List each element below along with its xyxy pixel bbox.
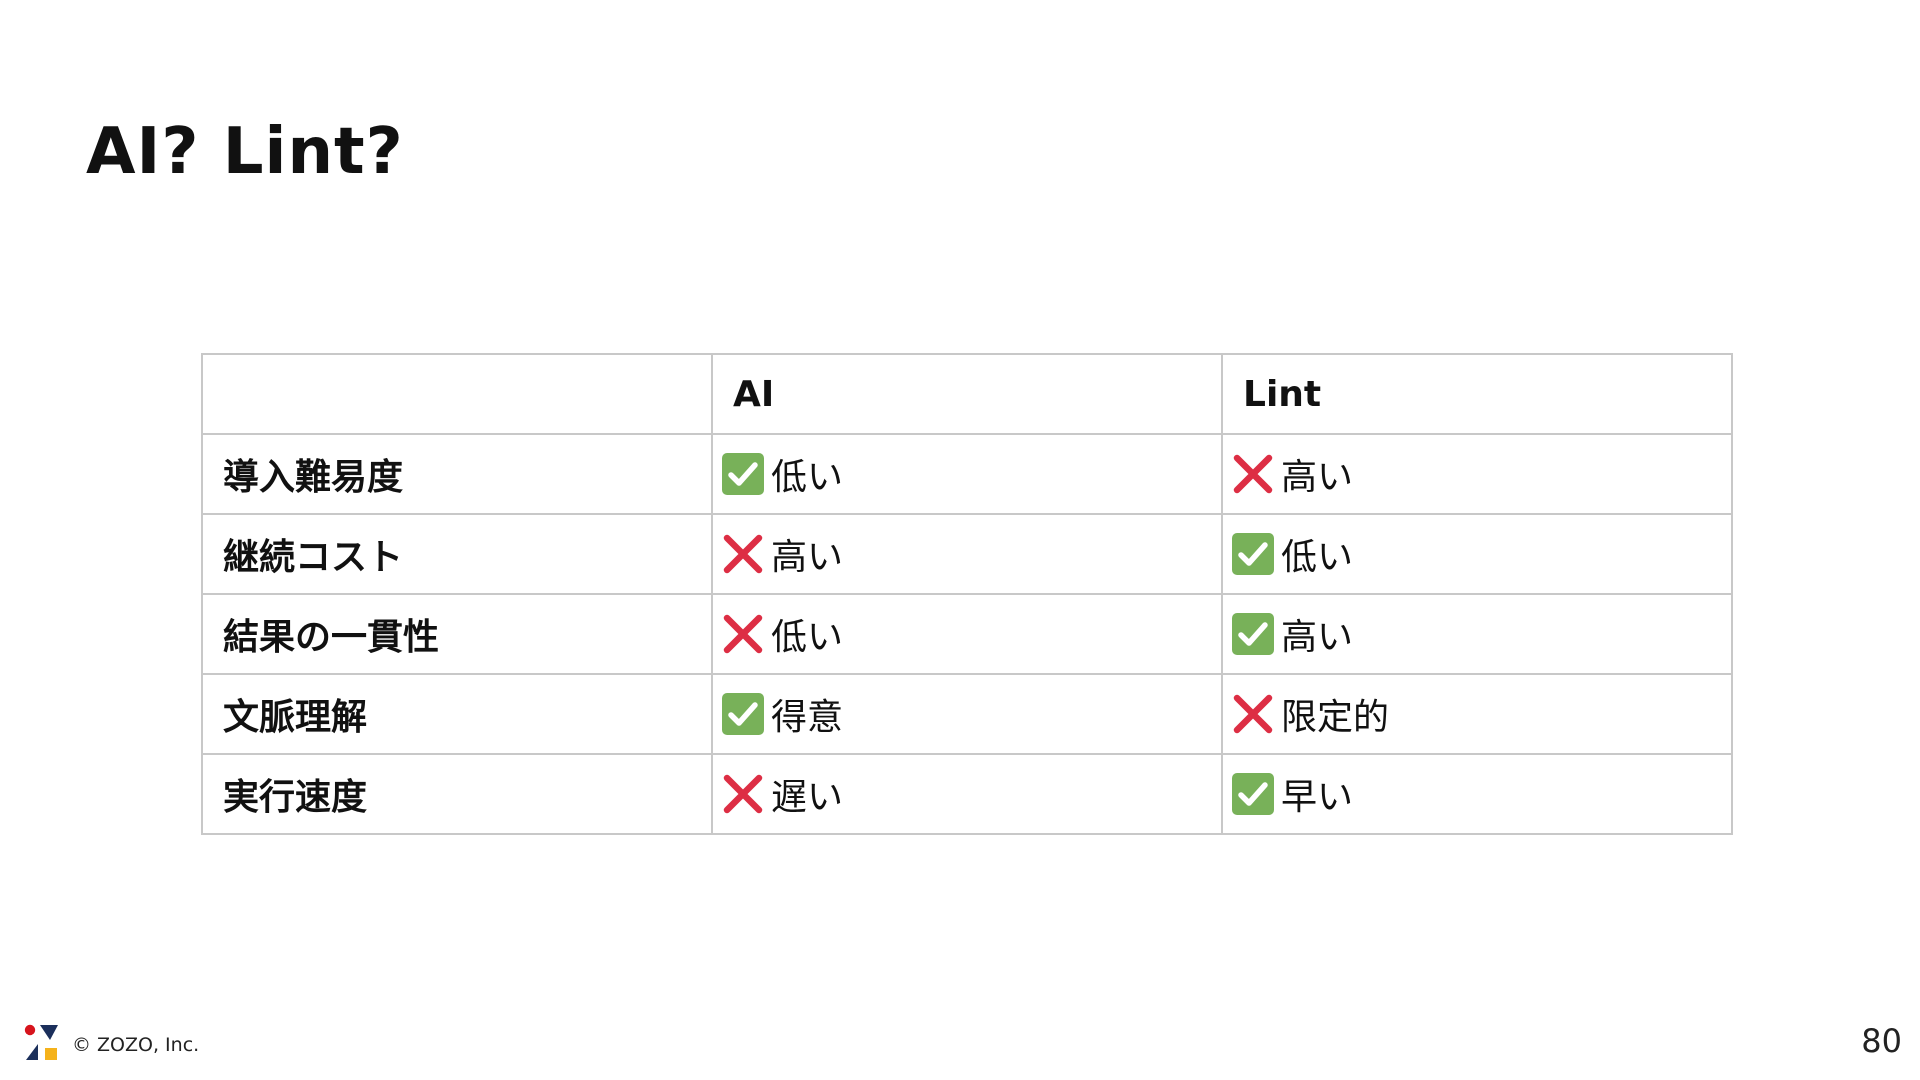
cell-text: 低い (1281, 537, 1354, 578)
comparison-table: AI Lint 導入難易度低い高い継続コスト高い低い結果の一貫性低い高い文脈理解… (201, 353, 1733, 835)
table-header-row: AI Lint (201, 353, 1733, 435)
table-row: 結果の一貫性 低い 高い (201, 593, 1733, 675)
cell-lint: 早い (1221, 753, 1733, 835)
cell-lint: 高い (1221, 593, 1733, 675)
cell-lint: 高い (1221, 433, 1733, 515)
row-label: 文脈理解 (201, 673, 713, 755)
row-label: 継続コスト (201, 513, 713, 595)
header-empty (201, 353, 713, 435)
cross-mark-icon (1231, 692, 1275, 736)
cross-mark-icon (1231, 452, 1275, 496)
row-label: 実行速度 (201, 753, 713, 835)
table-row: 文脈理解 得意 限定的 (201, 673, 1733, 755)
header-ai: AI (711, 353, 1223, 435)
table-row: 導入難易度 低い 高い (201, 433, 1733, 515)
cell-text: 低い (771, 617, 844, 658)
check-mark-button-icon (721, 452, 765, 496)
row-label: 結果の一貫性 (201, 593, 713, 675)
cell-ai: 低い (711, 433, 1223, 515)
row-label: 導入難易度 (201, 433, 713, 515)
check-mark-button-icon (1231, 772, 1275, 816)
cell-text: 高い (1281, 617, 1354, 658)
slide-title: AI? Lint? (86, 115, 404, 189)
cell-text: 早い (1281, 777, 1354, 818)
check-mark-button-icon (721, 692, 765, 736)
cell-ai: 高い (711, 513, 1223, 595)
cell-ai: 得意 (711, 673, 1223, 755)
cell-text: 限定的 (1281, 697, 1390, 738)
check-mark-button-icon (1231, 532, 1275, 576)
cell-lint: 低い (1221, 513, 1733, 595)
cell-ai: 低い (711, 593, 1223, 675)
header-lint: Lint (1221, 353, 1733, 435)
check-mark-button-icon (1231, 612, 1275, 656)
cell-text: 遅い (771, 777, 844, 818)
cell-lint: 限定的 (1221, 673, 1733, 755)
cell-ai: 遅い (711, 753, 1223, 835)
footer-copyright: © ZOZO, Inc. (72, 1034, 200, 1056)
table-row: 継続コスト 高い 低い (201, 513, 1733, 595)
table-row: 実行速度 遅い 早い (201, 753, 1733, 835)
page-number: 80 (1861, 1022, 1902, 1060)
table-body: 導入難易度低い高い継続コスト高い低い結果の一貫性低い高い文脈理解得意限定的実行速… (201, 433, 1733, 835)
cell-text: 低い (771, 457, 844, 498)
cell-text: 高い (1281, 457, 1354, 498)
cross-mark-icon (721, 772, 765, 816)
zozo-logo (24, 1024, 58, 1060)
cell-text: 高い (771, 537, 844, 578)
cross-mark-icon (721, 612, 765, 656)
cell-text: 得意 (771, 697, 844, 738)
cross-mark-icon (721, 532, 765, 576)
